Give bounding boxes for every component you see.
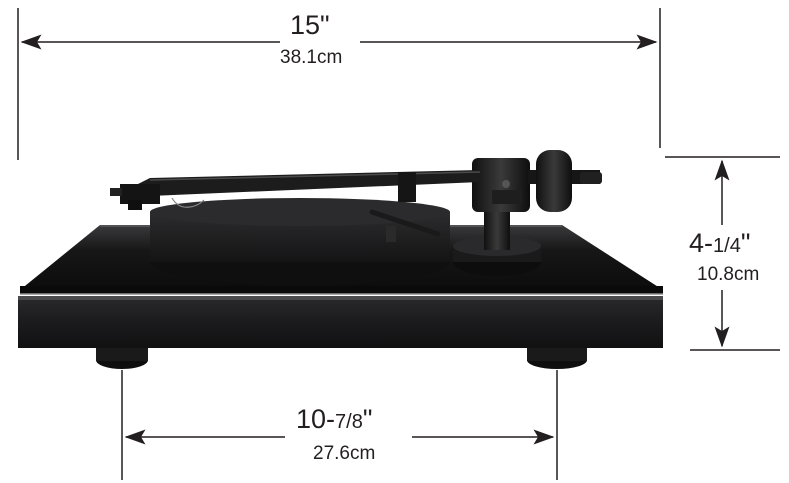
turntable-illustration [18,150,663,369]
dimension-lines [17,8,780,480]
width-metric-label: 38.1cm [280,47,343,68]
foot-spacing-metric-label: 27.6cm [313,443,376,464]
tonearm [110,170,481,242]
height-metric-label: 10.8cm [697,264,760,285]
tonearm-base [453,158,541,276]
height-imperial-label: 4-1/4" [689,228,751,258]
plinth [18,296,663,348]
turntable-feet [96,345,587,369]
foot-spacing-imperial-label: 10-7/8" [296,404,373,434]
width-imperial-label: 15" [290,10,330,40]
platter [150,198,450,286]
counterweight [528,150,602,212]
